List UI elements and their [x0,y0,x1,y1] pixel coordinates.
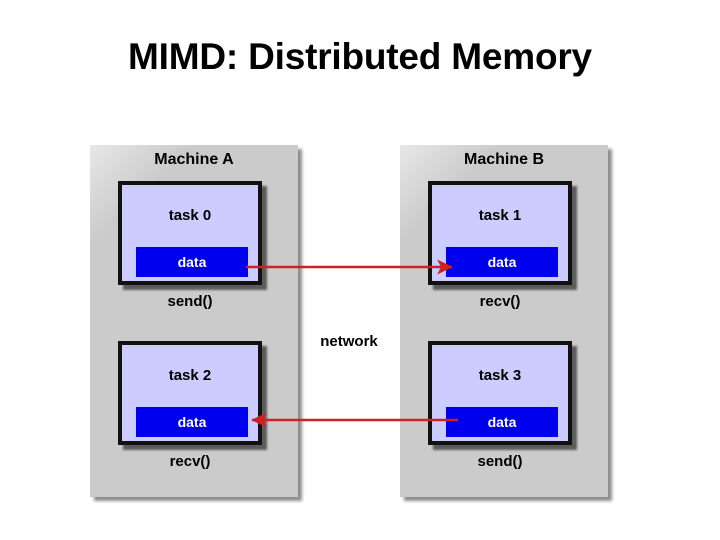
task-group-0: task 0 data send() [118,181,270,310]
data-box-3[interactable]: data [446,407,558,437]
data-box-1[interactable]: data [446,247,558,277]
machine-panel-a: Machine A task 0 data send() task 2 data… [90,145,298,497]
task-label-1: task 1 [478,207,522,224]
task-box-2[interactable]: task 2 data [118,341,262,445]
task-box-1[interactable]: task 1 data [428,181,572,285]
call-label-1: recv() [479,293,521,310]
task-label-0: task 0 [168,207,212,224]
task-box-3[interactable]: task 3 data [428,341,572,445]
page-title: MIMD: Distributed Memory [128,36,592,77]
call-label-0: send() [167,293,213,310]
task-group-2: task 2 data recv() [118,341,270,470]
data-label-1: data [487,254,517,270]
data-box-0[interactable]: data [136,247,248,277]
task-label-3: task 3 [478,367,522,384]
data-label-0: data [177,254,207,270]
call-label-2: recv() [169,453,211,470]
task-label-2: task 2 [168,367,212,384]
data-label-2: data [177,414,207,430]
task-box-0[interactable]: task 0 data [118,181,262,285]
machine-label-b: Machine B [463,151,544,168]
task-group-1: task 1 data recv() [428,181,580,310]
data-label-3: data [487,414,517,430]
data-box-2[interactable]: data [136,407,248,437]
machine-label-a: Machine A [154,151,234,168]
task-group-3: task 3 data send() [428,341,580,470]
network-label: network [320,333,378,350]
call-label-3: send() [477,453,523,470]
machine-panel-b: Machine B task 1 data recv() task 3 data… [400,145,608,497]
